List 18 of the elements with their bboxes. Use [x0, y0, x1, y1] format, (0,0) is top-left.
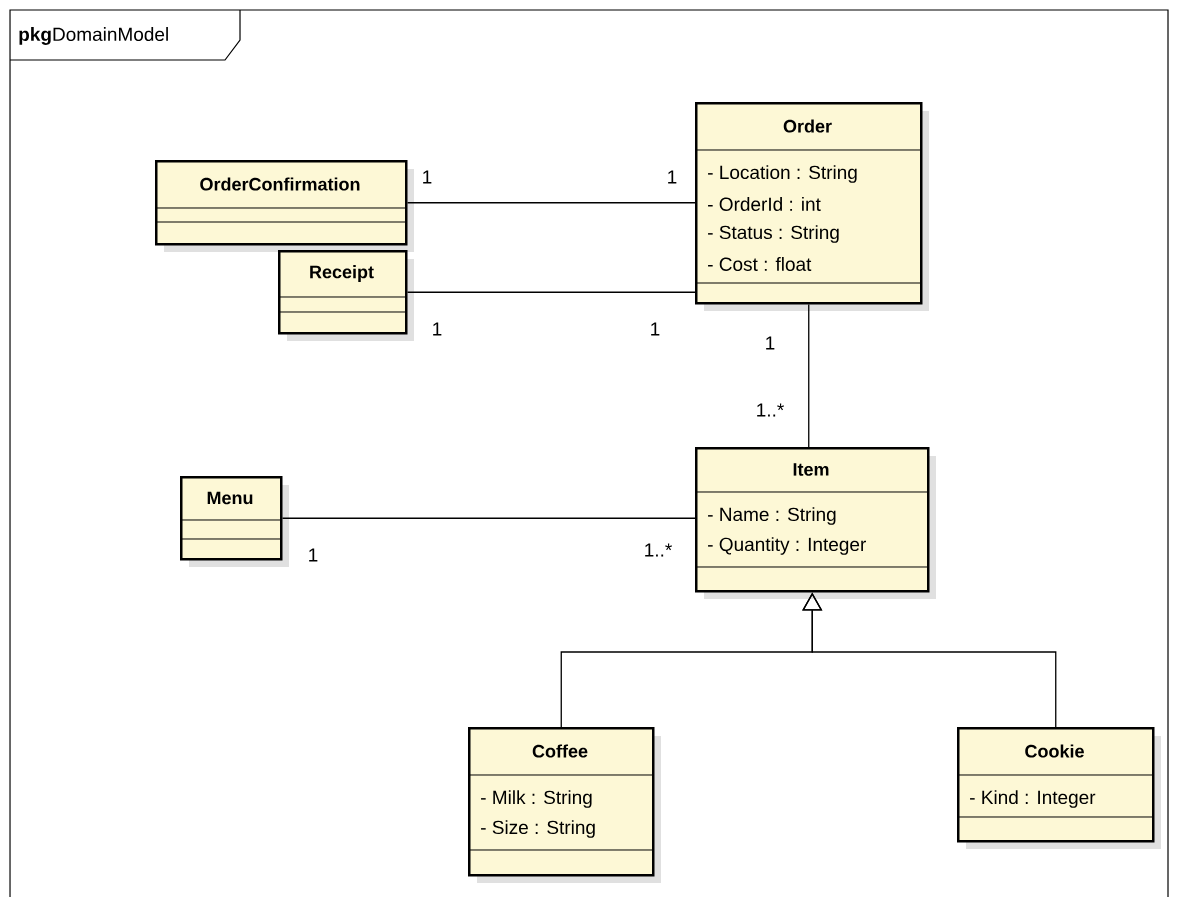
multiplicity-label: 1	[651, 322, 660, 336]
multiplicity-label: 1..*	[645, 543, 672, 557]
association-line	[406, 202, 696, 204]
multiplicity-label: 1	[309, 548, 318, 562]
class-box: Item - Name : String - Quantity : Integer	[694, 447, 936, 599]
association-line	[808, 303, 810, 448]
class-box: OrderConfirmation	[154, 160, 414, 252]
class-box: Order - Location : String - OrderId : int - Status : String - Cost : float	[694, 102, 929, 311]
class-box: Coffee - Milk : String - Size : String	[467, 727, 661, 883]
class-box: Cookie - Kind : Integer	[956, 727, 1161, 849]
multiplicity-label: 1..*	[757, 403, 784, 417]
class-box: Receipt	[277, 250, 414, 341]
class-box: Menu	[179, 476, 289, 567]
multiplicity-label: 1	[668, 170, 677, 184]
multiplicity-label: 1	[423, 170, 432, 184]
multiplicity-label: 1	[766, 336, 775, 350]
association-line	[281, 517, 696, 519]
multiplicity-label: 1	[433, 322, 442, 336]
